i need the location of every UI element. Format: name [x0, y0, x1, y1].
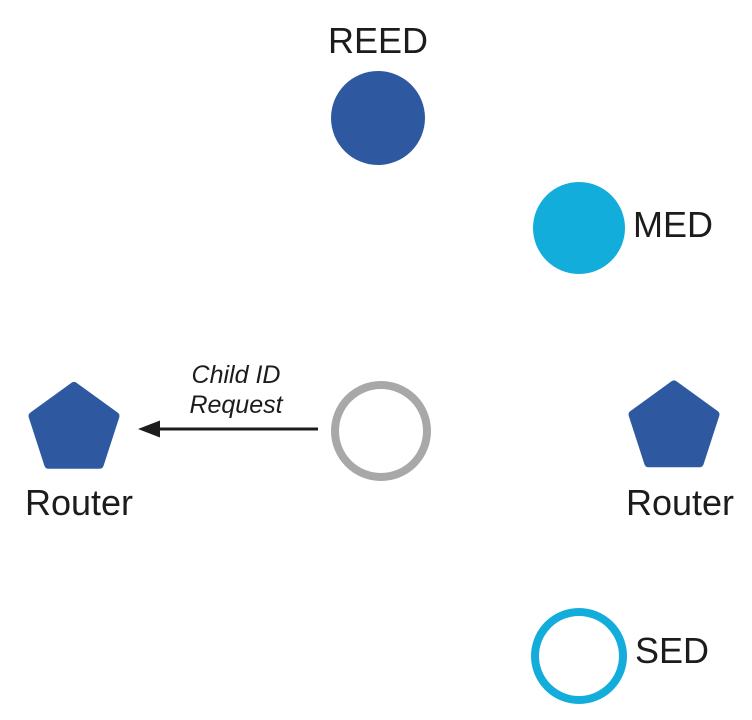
child-id-request-label-line2: Request — [189, 391, 283, 419]
med-node-circle — [533, 182, 625, 274]
reed-node-label: REED — [327, 20, 429, 61]
sed-node-circle — [531, 608, 627, 704]
joining-device-node-circle — [331, 381, 431, 481]
router-left-node-label: Router — [24, 482, 134, 523]
child-id-request-label-line1: Child ID — [191, 361, 281, 389]
router-left-pentagon-icon — [28, 382, 120, 469]
child-id-request-label: Child ID Request — [189, 360, 282, 420]
med-node-label: MED — [633, 204, 713, 245]
router-right-node-label: Router — [625, 482, 735, 523]
router-right-pentagon-icon — [628, 380, 720, 468]
sed-node-label: SED — [635, 630, 710, 671]
child-id-request-arrow — [138, 420, 318, 438]
reed-node-circle — [331, 71, 425, 165]
